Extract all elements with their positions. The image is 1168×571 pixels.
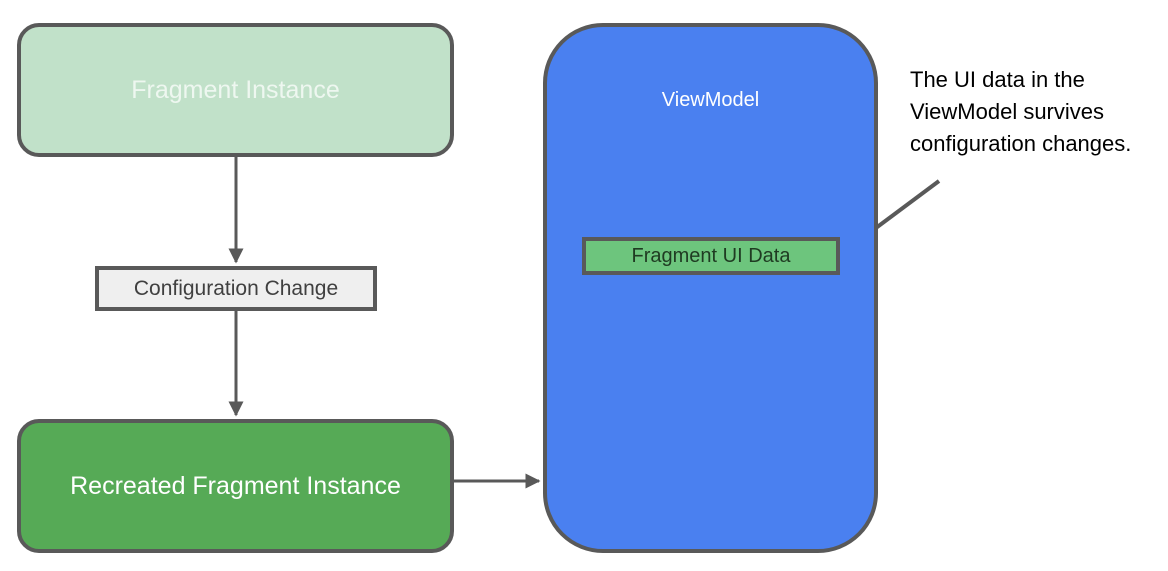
fragment-ui-data-node: Fragment UI Data [582,237,840,275]
annotation-line: configuration changes. [910,131,1132,156]
recreated-fragment-instance-label: Recreated Fragment Instance [70,471,401,500]
annotation-line: ViewModel survives [910,99,1105,124]
fragment-instance-label: Fragment Instance [131,75,340,104]
annotation-text: The UI data in the ViewModel survives co… [910,64,1168,160]
viewmodel-label: ViewModel [661,89,760,111]
configuration-change-label: Configuration Change [133,276,339,300]
fragment-ui-data-label: Fragment UI Data [631,244,791,267]
viewmodel-node: ViewModel [543,23,878,553]
recreated-fragment-instance-node: Recreated Fragment Instance [17,419,454,553]
configuration-change-node: Configuration Change [95,266,377,311]
fragment-instance-node: Fragment Instance [17,23,454,157]
annotation-line: The UI data in the [910,67,1085,92]
